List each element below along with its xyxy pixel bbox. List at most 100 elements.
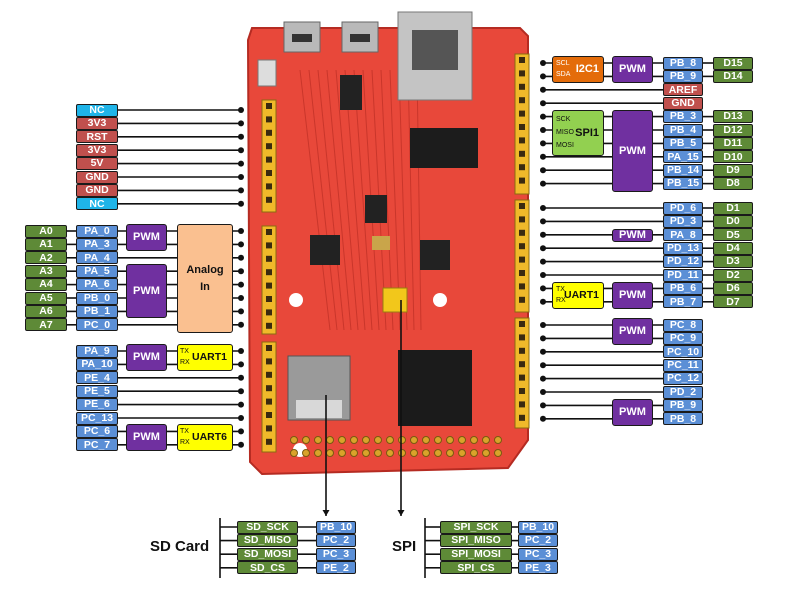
mcu-pin-pe_2: PE_2 [316,561,356,575]
pin-header [261,225,277,335]
arduino-pin-a3-label: A3 [39,264,53,277]
header-pin [519,270,525,276]
arduino-pin-d0: D0 [713,214,753,228]
magnetics-chip [410,128,478,168]
mcu-pin-pd_11: PD_11 [663,268,703,282]
reset-switch [257,59,277,87]
mcu-pin-pb_10: PB_10 [518,520,558,534]
pin-dot [238,187,244,194]
pin-dot [238,348,244,354]
pwm-box-label: PWM [619,229,646,241]
header-pin [519,296,525,303]
pin-dot [540,231,546,238]
arduino-pin-d1: D1 [713,201,753,215]
mcu-pin-pb_0: PB_0 [76,291,118,305]
rx-label: RX [180,439,190,446]
mcu-chip [398,350,472,426]
arduino-pin-a5-label: A5 [39,291,53,304]
header-pin [519,83,525,90]
mcu-pin-pc_0-label: PC_0 [83,318,111,331]
header-hole [374,436,382,444]
mcu-pin-pa_10: PA_10 [76,357,118,371]
mcu-pin-pc_11-label: PC_11 [667,358,699,371]
pwm-box-label: PWM [133,284,160,297]
arduino-pin-d14-label: D14 [723,70,743,83]
pin-dot [540,258,546,265]
header-pin [519,347,525,354]
phy-chip [310,235,340,265]
arduino-pin-d4-label: D4 [726,241,740,254]
pin-dot [540,86,546,93]
pin-dot [238,147,244,154]
pin-dot [540,113,546,120]
header-pin [266,322,272,329]
signal-sd-mosi-label: SD_MOSI [243,547,292,560]
arduino-pin-d8: D8 [713,177,753,191]
mcu-pin-pc_2: PC_2 [316,534,356,548]
signal-spi-cs-label: SPI_CS [457,561,495,574]
header-hole [362,449,370,457]
mcu-pin-pc_7-label: PC_7 [83,438,111,451]
sd-card-slot-mouth [296,400,342,418]
arduino-pin-d15: D15 [713,56,753,70]
pwm-box-label: PWM [619,144,646,157]
pin-dot [238,295,244,301]
header-pin [266,116,272,123]
arduino-pin-d2-label: D2 [726,268,740,281]
mcu-pin-pc_0: PC_0 [76,318,118,332]
pin-dot [540,272,546,278]
header-pin [266,129,272,136]
usb-port [350,34,370,42]
mcu-pin-pc_2-label: PC_2 [322,534,350,547]
mcu-pin-pc_8: PC_8 [663,318,703,332]
signal-spi-sck-label: SPI_SCK [453,520,499,533]
pin-dot [238,241,244,248]
regulator [340,75,362,110]
pin-dot [238,361,244,368]
arduino-pin-a0-label: A0 [39,224,53,237]
pin-dot [238,120,244,127]
trace [353,69,373,331]
header-pin [266,242,272,249]
mcu-pin-pb_4: PB_4 [663,123,703,137]
arduino-pin-a1: A1 [25,237,67,251]
mcu-pin-pc_6: PC_6 [76,424,118,438]
ethernet-port [412,30,458,70]
mcu-pin-pb_15-label: PB_15 [666,177,700,190]
header-pin [519,216,525,223]
arduino-pin-d9: D9 [713,163,753,177]
trace [389,69,401,331]
pwm-box: PWM [612,110,653,192]
mcu-pin-pa_0-label: PA_0 [84,224,110,237]
mcu-pin-pc_2-label: PC_2 [524,534,552,547]
signal-spi-sck: SPI_SCK [440,520,512,534]
mcu-pin-pa_4-label: PA_4 [84,251,110,264]
power-pin-rst-label: RST [86,130,108,143]
header-pin [266,170,272,176]
header-pin [266,309,272,316]
header-hole [374,449,382,457]
mcu-pin-pa_3-label: PA_3 [84,238,110,251]
mcu-pin-pb_5: PB_5 [663,136,703,150]
mcu-pin-pe_5-label: PE_5 [84,384,110,397]
trace [335,69,359,331]
mcu-pin-pb_9-label: PB_9 [669,70,697,83]
mcu-pin-pa_4: PA_4 [76,251,118,265]
mcu-pin-pc_9-label: PC_9 [669,332,697,345]
mcu-pin-pd_6-label: PD_6 [669,201,697,214]
mcu-pin-pc_10: PC_10 [663,345,703,359]
pin-dot [238,281,244,288]
header-pin [266,196,272,203]
miso-label: MISO [556,129,574,136]
mcu-pin-pa_6-label: PA_6 [84,278,110,291]
header-hole [290,436,298,444]
uart6-box-label: UART6 [191,431,227,444]
pwm-box-label: PWM [619,325,646,337]
mcu-pin-pb_10-label: PB_10 [521,520,555,533]
header-pin [266,143,272,150]
usb-port [292,34,312,42]
pin-dot [540,415,546,422]
pwm-box: PWM [126,344,167,371]
